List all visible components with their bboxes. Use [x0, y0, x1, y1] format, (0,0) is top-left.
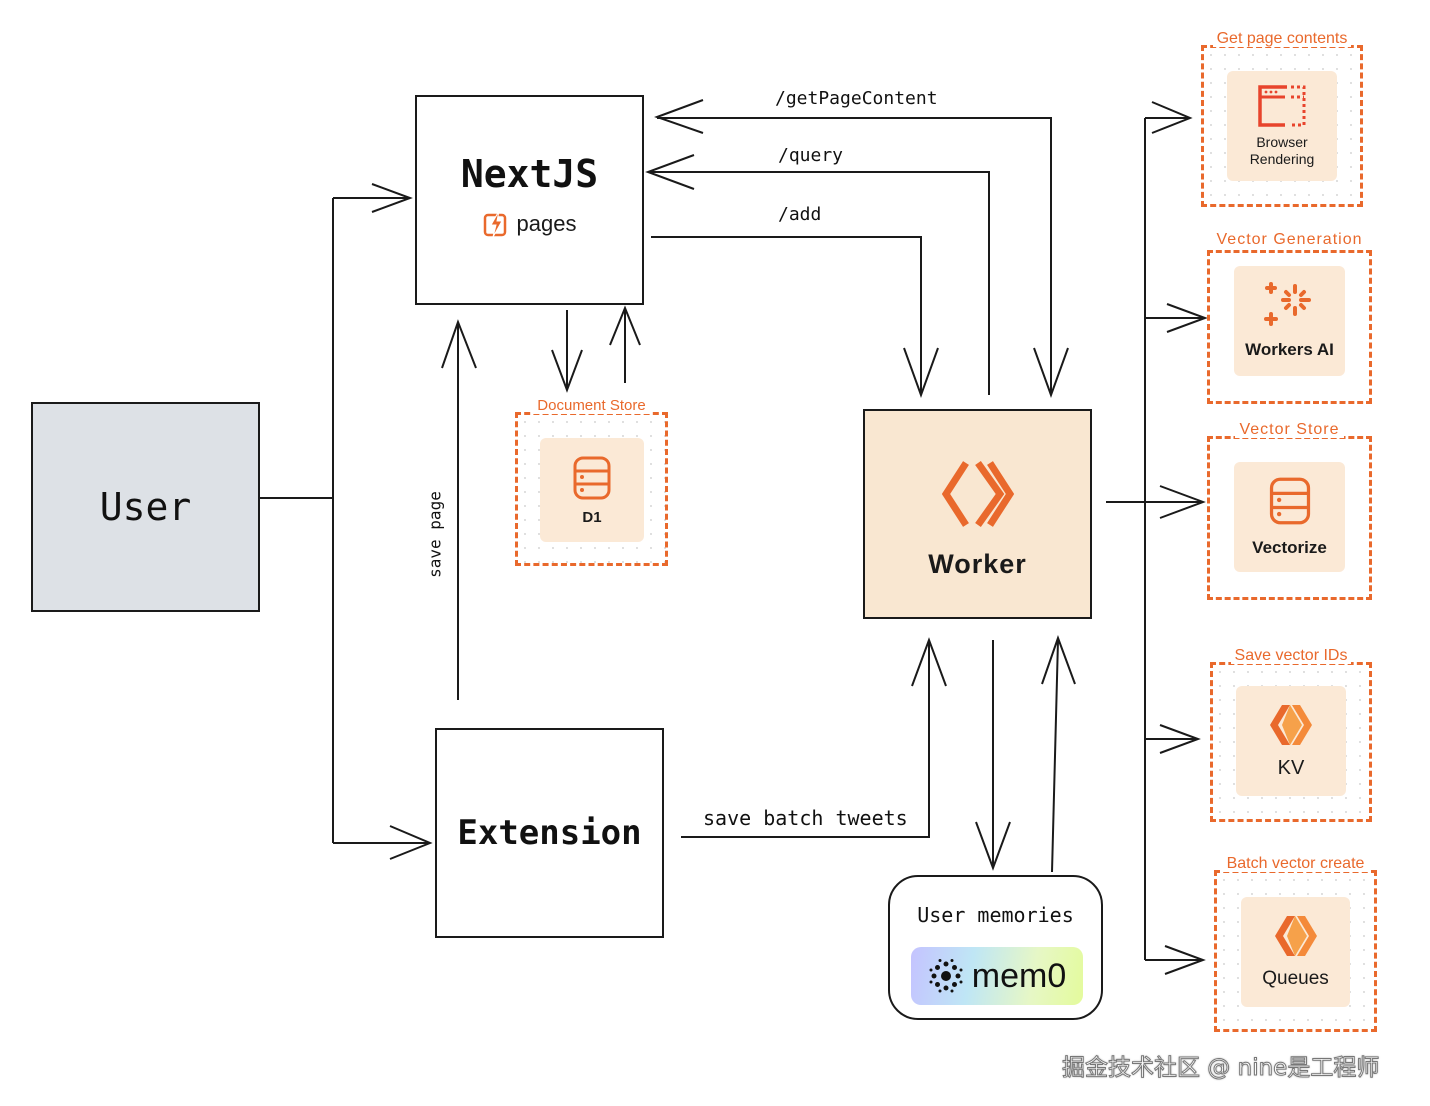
service-group-title: Batch vector create: [1222, 855, 1369, 872]
document-store-group: Document Store D1: [515, 397, 668, 566]
service-group-title: Get page contents: [1212, 30, 1352, 47]
extension-node: Extension: [435, 728, 664, 938]
service-label: Queues: [1262, 968, 1329, 989]
worker-label: Worker: [928, 548, 1027, 579]
pages-label: pages: [516, 211, 577, 236]
user-node: User: [31, 402, 260, 612]
service-group-batch-vector-create: Batch vector create Queues: [1214, 855, 1377, 1032]
mem0-wordmark: mem0: [971, 956, 1067, 995]
edge-label-add: /add: [778, 204, 822, 225]
edge-label-save-page: save page: [425, 491, 445, 578]
edge-label-get-page-content: /getPageContent: [775, 88, 938, 109]
sparkle-icon: [1263, 282, 1311, 326]
service-group-get-page-contents: Get page contents Browser Rendering: [1201, 30, 1363, 207]
service-label: Vectorize: [1252, 538, 1327, 557]
d1-label: D1: [582, 508, 602, 526]
nextjs-label: NextJS: [460, 152, 599, 196]
mem0-logo-icon: [929, 959, 963, 993]
extension-label: Extension: [457, 813, 642, 853]
edge-label-save-batch-tweets: save batch tweets: [703, 806, 908, 830]
service-label: Workers AI: [1245, 340, 1334, 359]
d1-database-icon: [573, 456, 611, 499]
service-group-title: Save vector IDs: [1230, 647, 1352, 664]
user-memories-node: User memories mem0: [888, 875, 1103, 1020]
watermark: 掘金技术社区 @ nine是工程师: [1061, 1055, 1380, 1082]
d1-card: D1: [540, 438, 644, 542]
database-icon: [1269, 477, 1310, 525]
service-group-vector-store: Vector Store Vectorize: [1207, 421, 1372, 600]
service-label: Browser Rendering: [1249, 134, 1315, 167]
worker-icon: [941, 460, 1014, 527]
pages-lightning-icon: [483, 210, 506, 238]
user-memories-label: User memories: [917, 903, 1074, 927]
service-card-queues: Queues: [1241, 897, 1350, 1007]
worker-node: Worker: [863, 409, 1092, 619]
service-group-title: Vector Store: [1235, 421, 1344, 438]
document-store-title: Document Store: [533, 397, 650, 414]
service-card-workers-ai: Workers AI: [1234, 266, 1345, 376]
user-label: User: [99, 485, 192, 529]
service-card-kv: KV: [1236, 686, 1346, 796]
service-group-title: Vector Generation: [1212, 231, 1367, 248]
service-card-browser-rendering: Browser Rendering: [1227, 71, 1337, 181]
nextjs-node: NextJS pages: [415, 95, 644, 305]
service-label: KV: [1277, 756, 1305, 779]
service-group-vector-generation: Vector Generation Workers AI: [1207, 231, 1372, 404]
edge-label-query: /query: [778, 145, 844, 166]
queues-icon: [1274, 916, 1317, 956]
kv-icon: [1270, 704, 1312, 745]
service-group-save-vector-ids: Save vector IDs KV: [1210, 647, 1372, 822]
service-card-vectorize: Vectorize: [1234, 462, 1345, 572]
mem0-logo: mem0: [911, 947, 1083, 1005]
browser-icon: [1258, 85, 1306, 127]
